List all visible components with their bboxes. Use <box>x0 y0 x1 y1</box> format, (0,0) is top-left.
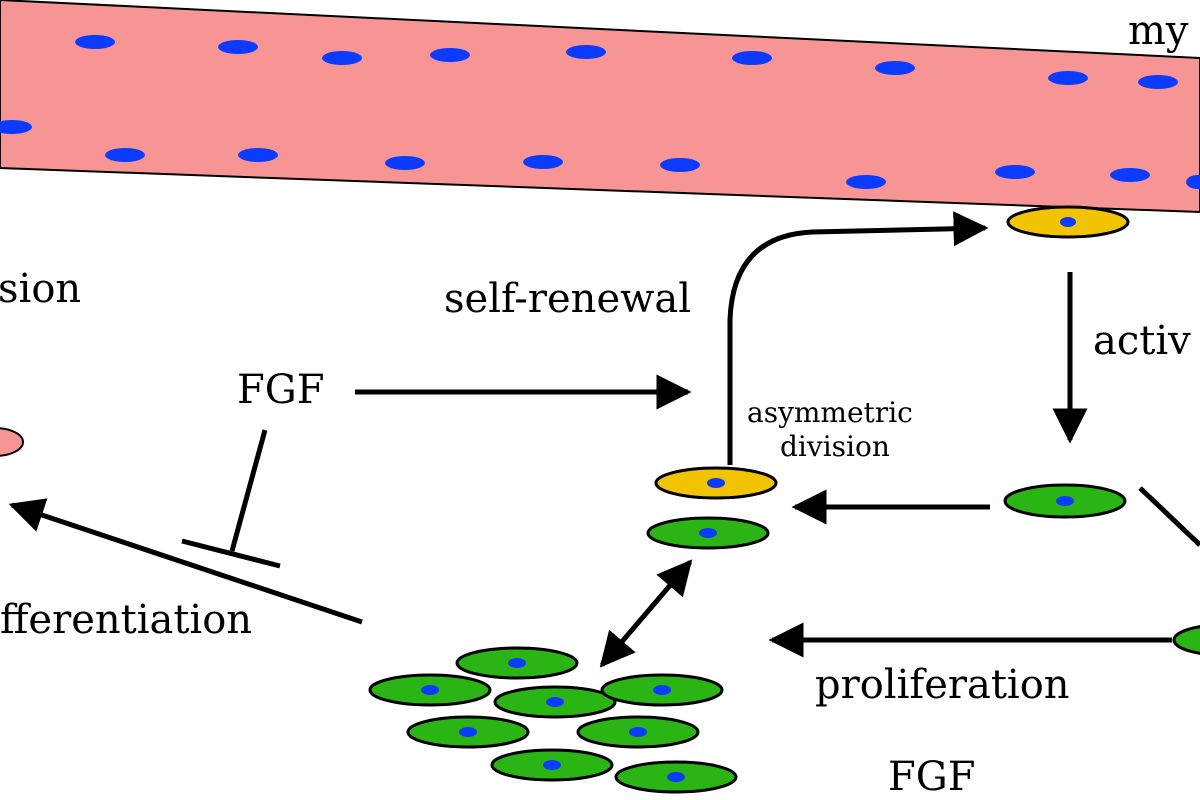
asymmetric-label-line2: division <box>780 430 890 463</box>
satellite-cell-quiescent <box>1006 205 1130 239</box>
myofiber-band <box>0 0 1200 214</box>
division-label: sion <box>0 266 81 312</box>
cluster-cell <box>455 646 579 680</box>
interchange-double-arrow <box>599 559 693 668</box>
myofiber-nuclei <box>0 35 1200 189</box>
differentiation-arrow <box>8 498 363 625</box>
asymmetric-division-yellow-cell <box>654 466 778 500</box>
myofiber-label: my <box>1128 8 1189 54</box>
cluster-cell <box>600 673 724 707</box>
proliferating-cluster <box>368 646 738 794</box>
fgf-inhibition-bar <box>181 538 281 569</box>
cluster-cell <box>576 715 700 749</box>
cluster-cell <box>490 748 614 782</box>
differentiation-label: fferentiation <box>0 597 252 643</box>
cluster-cell <box>614 760 738 794</box>
cluster-cell <box>493 685 617 719</box>
fgf-inhibition-line <box>229 429 268 552</box>
activated-cell <box>1003 483 1127 519</box>
self-renewal-label: self-renewal <box>444 276 691 322</box>
differentiated-cell <box>0 427 24 457</box>
fgf-bottom-label: FGF <box>888 754 975 800</box>
fgf-left-label: FGF <box>237 367 324 413</box>
activated-branch-line <box>1138 486 1200 547</box>
proliferation-label: proliferation <box>815 662 1070 708</box>
activation-label: activ <box>1093 318 1191 364</box>
activated-cell-right <box>1172 625 1200 655</box>
self-renewal-arrow <box>727 211 989 465</box>
asymmetric-label-line1: asymmetric <box>747 396 913 429</box>
cluster-cell <box>406 715 530 749</box>
cluster-cell <box>368 673 492 707</box>
asymmetric-division-green-cell <box>646 516 770 550</box>
